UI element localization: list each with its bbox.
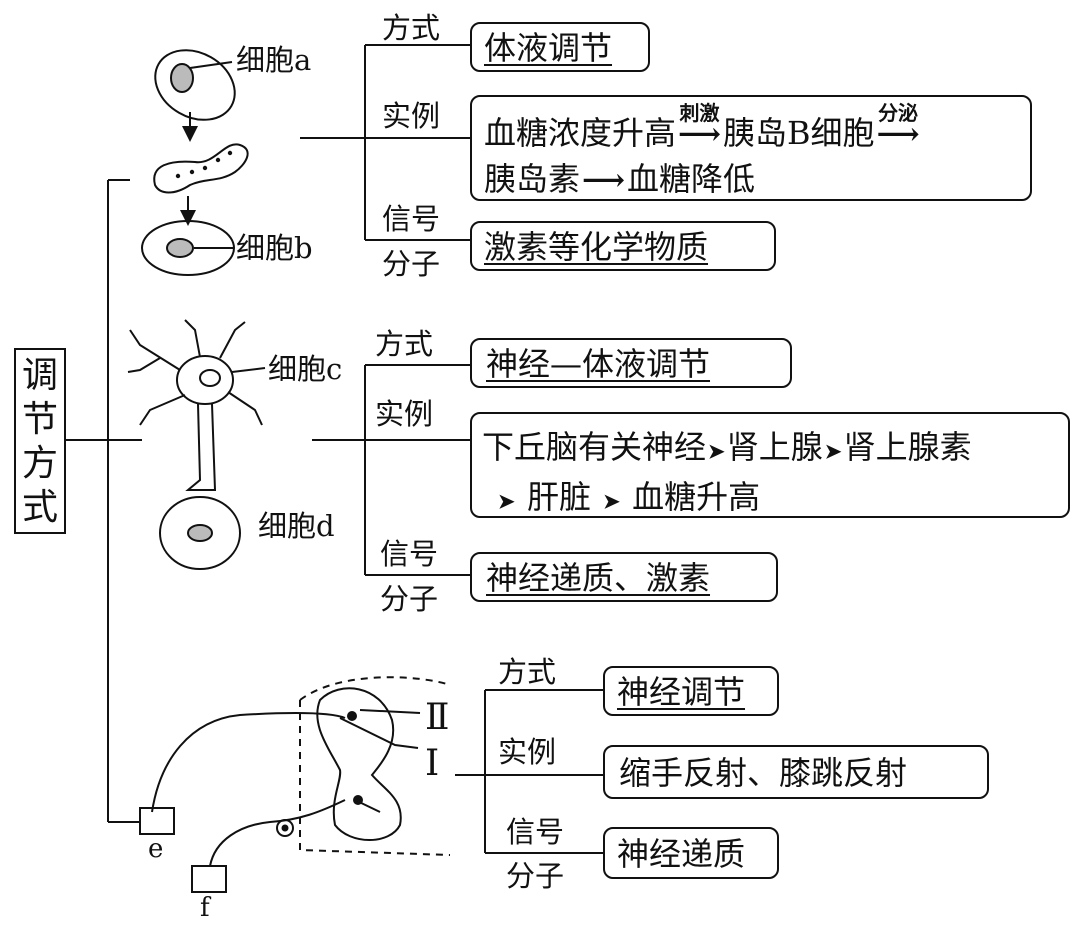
afferent-nerve bbox=[209, 799, 346, 867]
s1-mode-box: 体液调节 bbox=[470, 22, 650, 72]
s2-example-part-5: 血糖升高 bbox=[632, 478, 761, 516]
s1-example-part-2: 胰岛B细胞 bbox=[723, 114, 875, 152]
arrow-icon: ➤ bbox=[708, 439, 725, 463]
s2-fenzi-label: 分子 bbox=[380, 582, 439, 616]
s2-example-part-2: 肾上腺 bbox=[726, 428, 823, 466]
title-char-4: 式 bbox=[21, 487, 58, 528]
cell-a-drawing bbox=[154, 49, 236, 121]
arrow-icon: ⟶ bbox=[876, 117, 920, 152]
s1-arrow-secrete: 分泌⟶ bbox=[876, 101, 920, 157]
s1-example-box: 血糖浓度升高刺激⟶胰岛B细胞分泌⟶ 胰岛素⟶血糖降低 bbox=[470, 95, 1032, 201]
s2-mode-box: 神经—体液调节 bbox=[470, 338, 792, 388]
s2-shili-label: 实例 bbox=[375, 397, 434, 431]
cell-b-label: 细胞b bbox=[236, 231, 313, 265]
s2-mode-text: 神经—体液调节 bbox=[486, 345, 711, 383]
s1-fangshi-label: 方式 bbox=[382, 11, 441, 45]
cell-c-label: 细胞c bbox=[268, 352, 343, 386]
s3-signal-box: 神经递质 bbox=[603, 827, 779, 879]
s1-shili-label: 实例 bbox=[382, 99, 441, 133]
s2-arrow-4: ➤ bbox=[603, 474, 620, 524]
s1-xinhao-label: 信号 bbox=[382, 202, 441, 236]
s2-arrow-2: ➤ bbox=[825, 424, 842, 474]
s3-signal-text: 神经递质 bbox=[617, 835, 746, 873]
effector-e-label: e bbox=[148, 834, 164, 864]
s1-arrow-stimulate: 刺激⟶ bbox=[678, 101, 722, 157]
s3-mode-text: 神经调节 bbox=[617, 673, 746, 711]
title-char-1: 调 bbox=[21, 355, 58, 396]
cell-d-label: 细胞d bbox=[258, 509, 335, 543]
arrow-icon: ➤ bbox=[603, 489, 620, 513]
arrow-icon: ➤ bbox=[824, 439, 842, 463]
s3-fangshi-label: 方式 bbox=[498, 655, 557, 689]
s2-arrow-3: ➤ bbox=[498, 474, 515, 524]
receptor-f bbox=[191, 865, 227, 893]
spinal-cord-outline bbox=[299, 676, 451, 701]
neuron-drawing bbox=[127, 319, 266, 491]
title-char-3: 方 bbox=[21, 443, 58, 484]
s2-example-box: 下丘脑有关神经➤肾上腺➤肾上腺素 ➤ 肝脏 ➤ 血糖升高 bbox=[470, 412, 1070, 518]
s1-arrow-label-1: 刺激 bbox=[679, 101, 720, 125]
s1-fenzi-label: 分子 bbox=[382, 247, 441, 281]
s1-signal-text: 激素等化学物质 bbox=[484, 228, 709, 266]
vessel-drawing bbox=[153, 143, 249, 194]
label-roman-2: Ⅱ bbox=[425, 697, 450, 738]
s1-signal-box: 激素等化学物质 bbox=[470, 221, 776, 271]
s1-arrow-3: ⟶ bbox=[582, 157, 625, 203]
s3-example-box: 缩手反射、膝跳反射 bbox=[603, 745, 989, 799]
cell-d-drawing bbox=[159, 496, 241, 570]
title-regulation-mode: 调 节 方 式 bbox=[14, 348, 66, 534]
s3-xinhao-label: 信号 bbox=[506, 815, 565, 849]
gray-matter bbox=[316, 687, 402, 841]
s3-shili-label: 实例 bbox=[498, 735, 557, 769]
s3-example-text: 缩手反射、膝跳反射 bbox=[619, 754, 908, 792]
s2-example-part-1: 下丘脑有关神经 bbox=[482, 428, 707, 466]
s1-example-part-1: 血糖浓度升高 bbox=[484, 114, 677, 152]
s2-arrow-1: ➤ bbox=[708, 424, 725, 474]
label-roman-1: Ⅰ bbox=[425, 743, 440, 784]
s1-arrow-label-2: 分泌 bbox=[878, 101, 919, 125]
cell-a-label: 细胞a bbox=[236, 43, 312, 77]
s3-fenzi-label: 分子 bbox=[506, 859, 565, 893]
efferent-nerve bbox=[151, 712, 346, 813]
effector-e bbox=[139, 807, 175, 835]
s2-xinhao-label: 信号 bbox=[380, 537, 439, 571]
s3-mode-box: 神经调节 bbox=[603, 666, 779, 716]
arrow-icon: ➤ bbox=[498, 489, 515, 513]
s2-signal-text: 神经递质、激素 bbox=[486, 559, 711, 597]
arrow-icon: ⟶ bbox=[582, 163, 626, 198]
s2-example-part-4: 肝脏 bbox=[526, 478, 591, 516]
s1-example-part-3: 胰岛素 bbox=[484, 160, 581, 198]
s1-example-part-4: 血糖降低 bbox=[627, 160, 756, 198]
s1-mode-text: 体液调节 bbox=[484, 29, 613, 67]
arrow-icon: ⟶ bbox=[678, 117, 722, 152]
receptor-f-label: f bbox=[200, 893, 210, 923]
s2-example-part-3: 肾上腺素 bbox=[843, 428, 972, 466]
title-char-2: 节 bbox=[21, 399, 58, 440]
s2-signal-box: 神经递质、激素 bbox=[470, 552, 778, 602]
s2-fangshi-label: 方式 bbox=[375, 327, 434, 361]
